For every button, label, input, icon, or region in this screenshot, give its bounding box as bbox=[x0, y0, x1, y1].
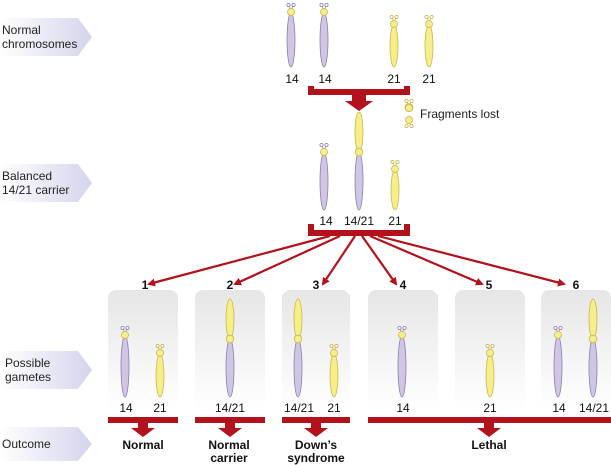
chromosome-label: 14/21 bbox=[215, 401, 245, 415]
chromosomes-layer bbox=[120, 3, 598, 398]
chromosome-label: 21 bbox=[483, 401, 497, 415]
outcome-normal-bar bbox=[108, 417, 178, 437]
chromosome-label: 14 bbox=[396, 401, 410, 415]
tag-line: gametes bbox=[5, 370, 51, 384]
down-arrow bbox=[345, 95, 373, 111]
chromosome-label: 21 bbox=[327, 401, 341, 415]
chromosome-21 bbox=[389, 14, 399, 68]
chromosome-14 bbox=[286, 3, 296, 68]
gamete-box-1 bbox=[108, 290, 178, 410]
gamete-number: 5 bbox=[486, 278, 493, 292]
chromosome-label: 14 bbox=[119, 401, 133, 415]
outcome-carrier-bar bbox=[195, 417, 265, 437]
chromosome-label: 14 bbox=[285, 72, 299, 86]
fragments-lost-label: Fragments lost bbox=[420, 107, 500, 121]
row-tag-possible-gametes: Possible gametes bbox=[0, 351, 92, 389]
chromosome-21 bbox=[485, 343, 495, 398]
gamete-number: 3 bbox=[313, 278, 320, 292]
tag-line: 14/21 carrier bbox=[2, 183, 69, 197]
arrow-to-gamete-1 bbox=[147, 234, 331, 287]
outcome-lethal-bar bbox=[368, 417, 611, 437]
chromosome-14 bbox=[120, 325, 130, 398]
fragment-lost-icon bbox=[404, 116, 414, 129]
outcome-carrier-label: carrier bbox=[210, 451, 248, 465]
chromosome-label: 21 bbox=[387, 72, 401, 86]
chromosome-21 bbox=[155, 343, 165, 398]
chromosome-label: 14 bbox=[319, 214, 333, 228]
outcome-downs-bar bbox=[282, 417, 350, 437]
gamete-number: 2 bbox=[227, 278, 234, 292]
outcome-normal-label: Normal bbox=[122, 438, 163, 452]
chromosome-21 bbox=[329, 343, 339, 398]
outcome-downs-label: Down’s bbox=[295, 438, 338, 452]
chromosome-label: 21 bbox=[422, 72, 436, 86]
arrow-to-gamete-4 bbox=[361, 235, 398, 286]
tag-line: Possible bbox=[5, 356, 51, 370]
gamete-number: 1 bbox=[142, 278, 149, 292]
arrow-to-gamete-2 bbox=[233, 234, 341, 286]
outcome-carrier-label: Normal bbox=[208, 438, 249, 452]
row-tag-balanced-carrier: Balanced 14/21 carrier bbox=[0, 164, 92, 202]
chromosome-label: 14 bbox=[552, 401, 566, 415]
chromosome-label: 14/21 bbox=[579, 401, 609, 415]
gamete-box-3 bbox=[282, 290, 350, 410]
chromosome-label: 21 bbox=[153, 401, 167, 415]
segregation-arrows bbox=[147, 234, 566, 287]
row-tag-normal-chromosomes: Normal chromosomes bbox=[0, 18, 92, 56]
tag-line: Outcome bbox=[2, 437, 51, 451]
chromosome-label: 14/21 bbox=[284, 401, 314, 415]
tag-line: Normal bbox=[2, 23, 41, 37]
chromosome-label: 21 bbox=[388, 214, 402, 228]
chromosome-label: 14 bbox=[318, 72, 332, 86]
chromosome-14 bbox=[319, 3, 329, 68]
chromosome-14 bbox=[319, 142, 329, 211]
arrow-to-gamete-6 bbox=[377, 234, 566, 287]
chromosome-14-21 bbox=[225, 298, 235, 398]
tag-line: chromosomes bbox=[2, 37, 77, 51]
chromosome-14-21 bbox=[354, 111, 364, 211]
gamete-number: 4 bbox=[400, 278, 407, 292]
chromosome-21 bbox=[424, 14, 434, 68]
outcome-lethal-label: Lethal bbox=[471, 438, 506, 452]
chromosome-14 bbox=[553, 325, 563, 398]
chromosome-14-21 bbox=[588, 298, 598, 398]
chromosome-14-21 bbox=[293, 298, 303, 398]
carrier-bracket bbox=[308, 224, 410, 236]
fragment-lost-icon bbox=[404, 99, 414, 112]
outcome-downs-label: syndrome bbox=[287, 451, 345, 465]
chromosome-21 bbox=[390, 159, 400, 211]
chromosome-14 bbox=[397, 325, 407, 398]
arrow-to-gamete-3 bbox=[321, 235, 356, 286]
chromosome-label: 14/21 bbox=[344, 214, 374, 228]
tag-line: Balanced bbox=[2, 169, 52, 183]
gamete-number: 6 bbox=[573, 278, 580, 292]
gamete-box-6 bbox=[541, 290, 611, 410]
fusion-bracket bbox=[308, 86, 410, 111]
row-tag-outcome: Outcome bbox=[0, 427, 92, 461]
arrow-to-gamete-5 bbox=[369, 234, 484, 286]
